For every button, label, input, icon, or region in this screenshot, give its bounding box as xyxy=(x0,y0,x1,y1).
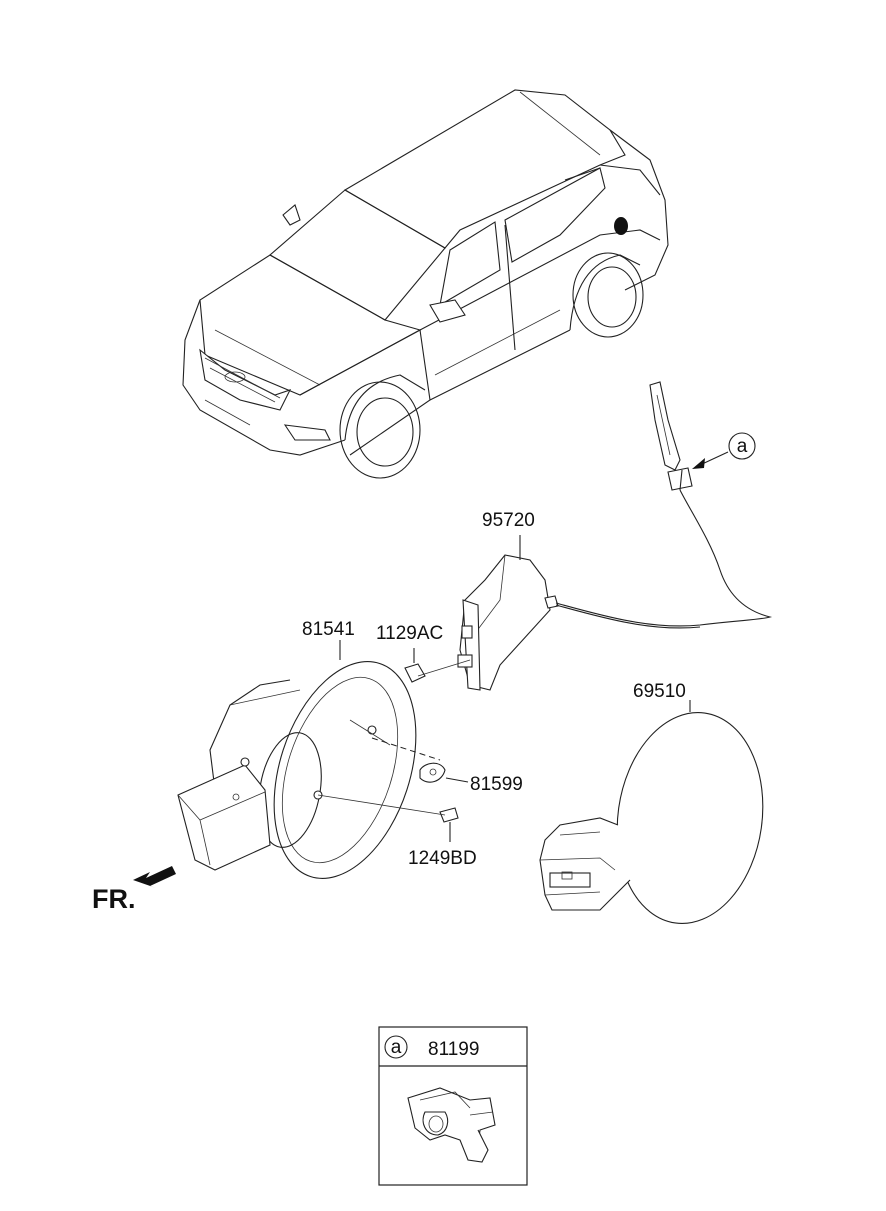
vehicle-illustration xyxy=(182,89,669,479)
fuel-filler-release-cable xyxy=(457,381,773,691)
callout-1249BD: 1249BD xyxy=(408,848,477,869)
bolt-1129AC xyxy=(404,648,471,683)
front-label: FR. xyxy=(92,884,136,914)
reference-marker-label: a xyxy=(737,436,748,457)
inset-part-box: a 81199 xyxy=(378,1026,528,1186)
callout-95720: 95720 xyxy=(482,510,535,531)
screw-1249BD xyxy=(317,794,459,842)
callout-81599: 81599 xyxy=(470,774,523,795)
fuel-filler-door xyxy=(539,712,764,924)
cable-clip-81199 xyxy=(407,1087,496,1163)
front-direction-indicator: FR. xyxy=(92,866,176,914)
fuel-filler-housing xyxy=(177,661,417,879)
inset-marker-circle xyxy=(384,1035,408,1059)
inset-marker-label: a xyxy=(391,1037,402,1058)
inset-part-number: 81199 xyxy=(428,1039,479,1060)
callout-1129AC: 1129AC xyxy=(376,623,443,644)
reference-marker-a: a xyxy=(692,432,756,469)
fuel-door-location-marker xyxy=(614,217,628,235)
clip-81599 xyxy=(371,737,469,783)
callout-69510: 69510 xyxy=(633,681,686,702)
callout-81541: 81541 xyxy=(302,619,355,640)
